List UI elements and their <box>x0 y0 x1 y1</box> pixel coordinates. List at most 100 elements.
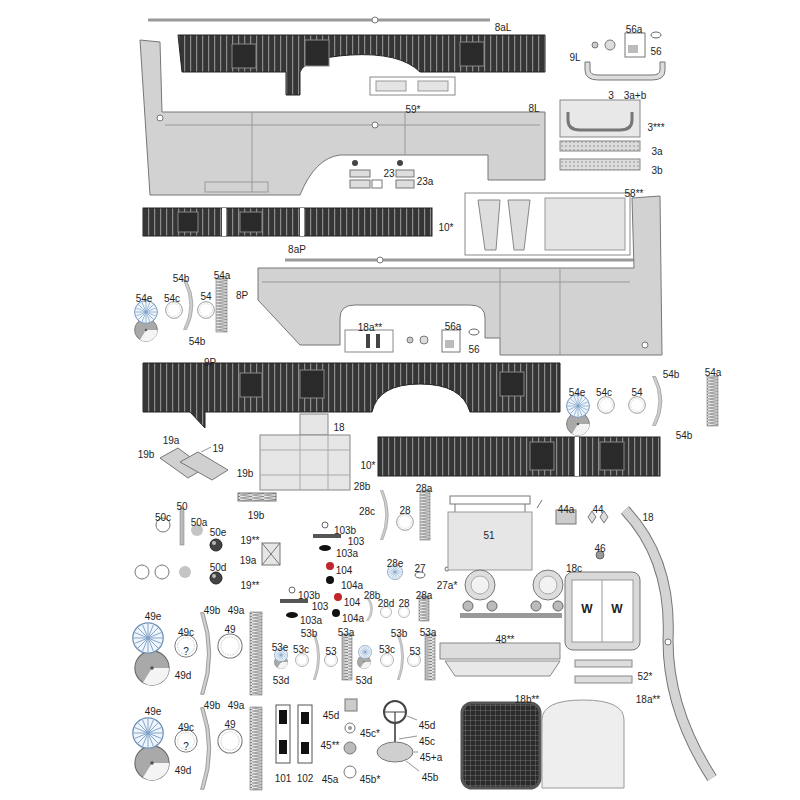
door-panel <box>460 42 484 66</box>
bumper-strip <box>560 159 640 170</box>
tread-strip <box>250 612 262 695</box>
part-number: 19b <box>138 450 155 460</box>
small-strip <box>575 676 632 683</box>
small-disc <box>289 587 295 593</box>
small-box <box>345 699 357 711</box>
part-number: 56 <box>468 345 479 355</box>
part-number: 45b <box>422 773 439 783</box>
strip-gap <box>575 437 579 476</box>
fold-line <box>260 435 350 490</box>
part-number: 49c <box>178 723 194 733</box>
lever-part <box>276 705 290 763</box>
part-number: 54b <box>663 370 680 380</box>
tyre-arc <box>397 634 403 679</box>
dark-strip <box>378 437 660 476</box>
hub-disc <box>135 651 169 685</box>
part-number: 3a <box>651 147 662 157</box>
part-number: 28 <box>398 599 409 609</box>
cross-part <box>262 543 280 565</box>
apron-strip <box>440 643 560 659</box>
spoke-disc <box>135 301 158 324</box>
radiator-face <box>572 580 633 642</box>
box-net <box>260 435 350 490</box>
door-panel <box>232 44 256 68</box>
step-detail <box>418 81 448 91</box>
lever-block <box>279 710 287 724</box>
part-number: 50 <box>176 502 187 512</box>
part-number: 104 <box>336 566 353 576</box>
leader-line <box>201 447 211 452</box>
step-detail <box>376 81 406 91</box>
part-number: 28a <box>416 591 433 601</box>
steering-column <box>394 723 396 744</box>
part-number: 3*** <box>647 123 664 133</box>
part-number: 49d <box>175 671 192 681</box>
body-hole <box>642 342 648 348</box>
lamp-part <box>397 160 403 166</box>
part-number: 53e <box>272 643 289 653</box>
side-lamp <box>487 601 497 611</box>
side-lamp <box>531 601 541 611</box>
part-number: 18 <box>333 423 344 433</box>
door-panel <box>178 212 198 232</box>
part-number: 45a <box>322 775 339 785</box>
ring-part <box>155 565 169 579</box>
part-number: 103b <box>298 591 320 601</box>
tyre-arc <box>653 376 662 425</box>
knob-part <box>210 572 222 584</box>
slot <box>366 334 370 348</box>
part-number: 53d <box>273 676 290 686</box>
part-number: 103b <box>334 526 356 536</box>
bumper-strip <box>560 141 640 151</box>
part-number: 45d <box>419 721 436 731</box>
part-number: 18c <box>566 564 582 574</box>
headlight-lens <box>471 576 489 594</box>
tread-strip <box>707 376 718 426</box>
part-number: 53c <box>293 645 309 655</box>
part-number: 54b <box>676 431 693 441</box>
part-number: 52* <box>637 672 652 682</box>
part-number: 54a <box>705 368 722 378</box>
small-disc <box>592 42 598 48</box>
part-number: 103 <box>312 602 329 612</box>
part-number: 104 <box>344 598 361 608</box>
spoke-disc <box>133 623 163 653</box>
black-disc <box>326 576 334 584</box>
eye-part <box>651 32 661 38</box>
serrated-part <box>238 493 276 501</box>
part-number: 8P <box>236 291 248 301</box>
fold-line <box>560 268 561 355</box>
part-number: 53b <box>391 629 408 639</box>
axle-strip <box>148 19 490 22</box>
part-number: 58** <box>625 189 644 199</box>
floor-panel <box>478 200 500 250</box>
part-number: 102 <box>297 774 314 784</box>
part-number: 28 <box>399 506 410 516</box>
strip-hole <box>372 17 378 23</box>
part-number: 49a <box>228 701 245 711</box>
part-number: 45c <box>419 737 435 747</box>
part-number: 44a <box>558 505 575 515</box>
axle-strip <box>285 259 640 262</box>
black-disc <box>332 609 340 617</box>
part-number: 19a <box>163 436 180 446</box>
tyre-arc <box>381 490 389 539</box>
long-strip <box>625 510 712 778</box>
radiator-frame <box>565 572 640 650</box>
tread-strip <box>216 278 227 332</box>
rim-ring <box>397 514 414 531</box>
part-number: 101 <box>275 774 292 784</box>
part-number: 8aL <box>495 23 512 33</box>
strip-hole <box>377 257 383 263</box>
rim-ring <box>218 729 242 753</box>
rim-ring <box>598 397 615 414</box>
part-number: 9P <box>204 358 216 368</box>
part-number: 18 <box>642 513 653 523</box>
part-number: ? <box>183 647 189 657</box>
rim-ring <box>175 635 197 657</box>
part-number: 53a <box>338 628 355 638</box>
part-number: 54b <box>173 274 190 284</box>
tread-strip <box>250 707 262 790</box>
rim-ring <box>166 302 183 319</box>
red-lamp <box>334 593 342 601</box>
